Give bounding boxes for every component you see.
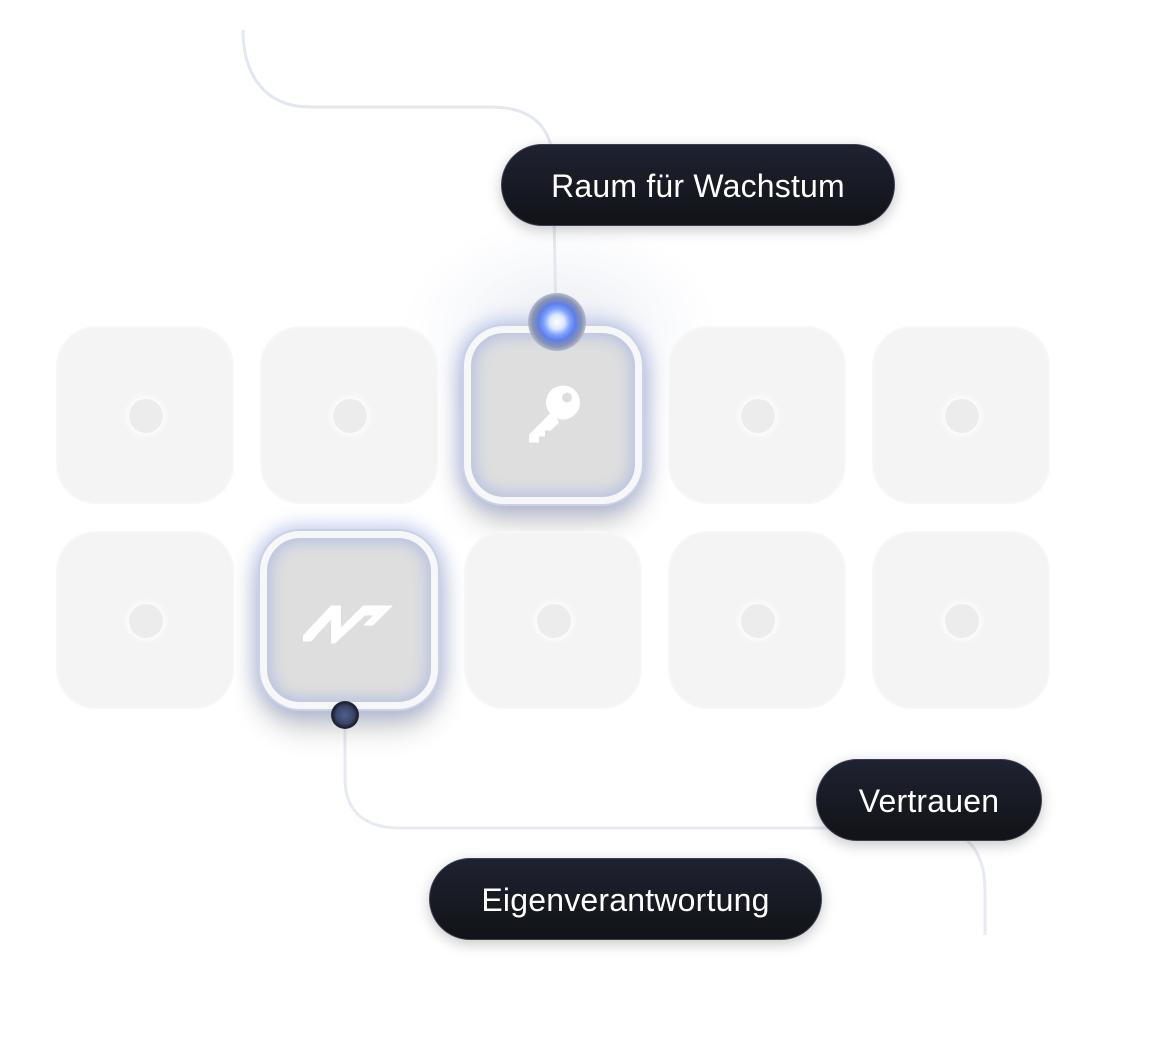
tile-dot (129, 604, 163, 638)
grid-tile-r1-c5 (872, 326, 1050, 504)
tile-dot (537, 604, 571, 638)
connector-node-bottom (331, 701, 359, 729)
grid-tile-r1-c1 (56, 326, 234, 504)
grid-tile-r1-c2 (260, 326, 438, 504)
connector-line-top (241, 29, 558, 319)
grid-tile-r2-c3 (464, 531, 642, 709)
tile-dot (741, 604, 775, 638)
tile-dot (945, 399, 979, 433)
grid-tile-r2-c5 (872, 531, 1050, 709)
tile-dot (129, 399, 163, 433)
tile-dot (741, 399, 775, 433)
grid-tile-r1-c4 (668, 326, 846, 504)
logo-icon (301, 590, 397, 651)
tile-dot (333, 399, 367, 433)
label-pill-responsibility: Eigenverantwortung (429, 858, 822, 940)
tile-dot (945, 604, 979, 638)
grid-tile-r2-c1 (56, 531, 234, 709)
grid-tile-r2-c2-active (260, 531, 438, 709)
grid-tile-r2-c4 (668, 531, 846, 709)
grid-tile-r1-c3-active (464, 326, 642, 504)
label-pill-growth: Raum für Wachstum (501, 144, 895, 226)
key-icon (517, 377, 589, 454)
label-pill-trust: Vertrauen (816, 759, 1042, 841)
connector-node-top (528, 293, 586, 351)
